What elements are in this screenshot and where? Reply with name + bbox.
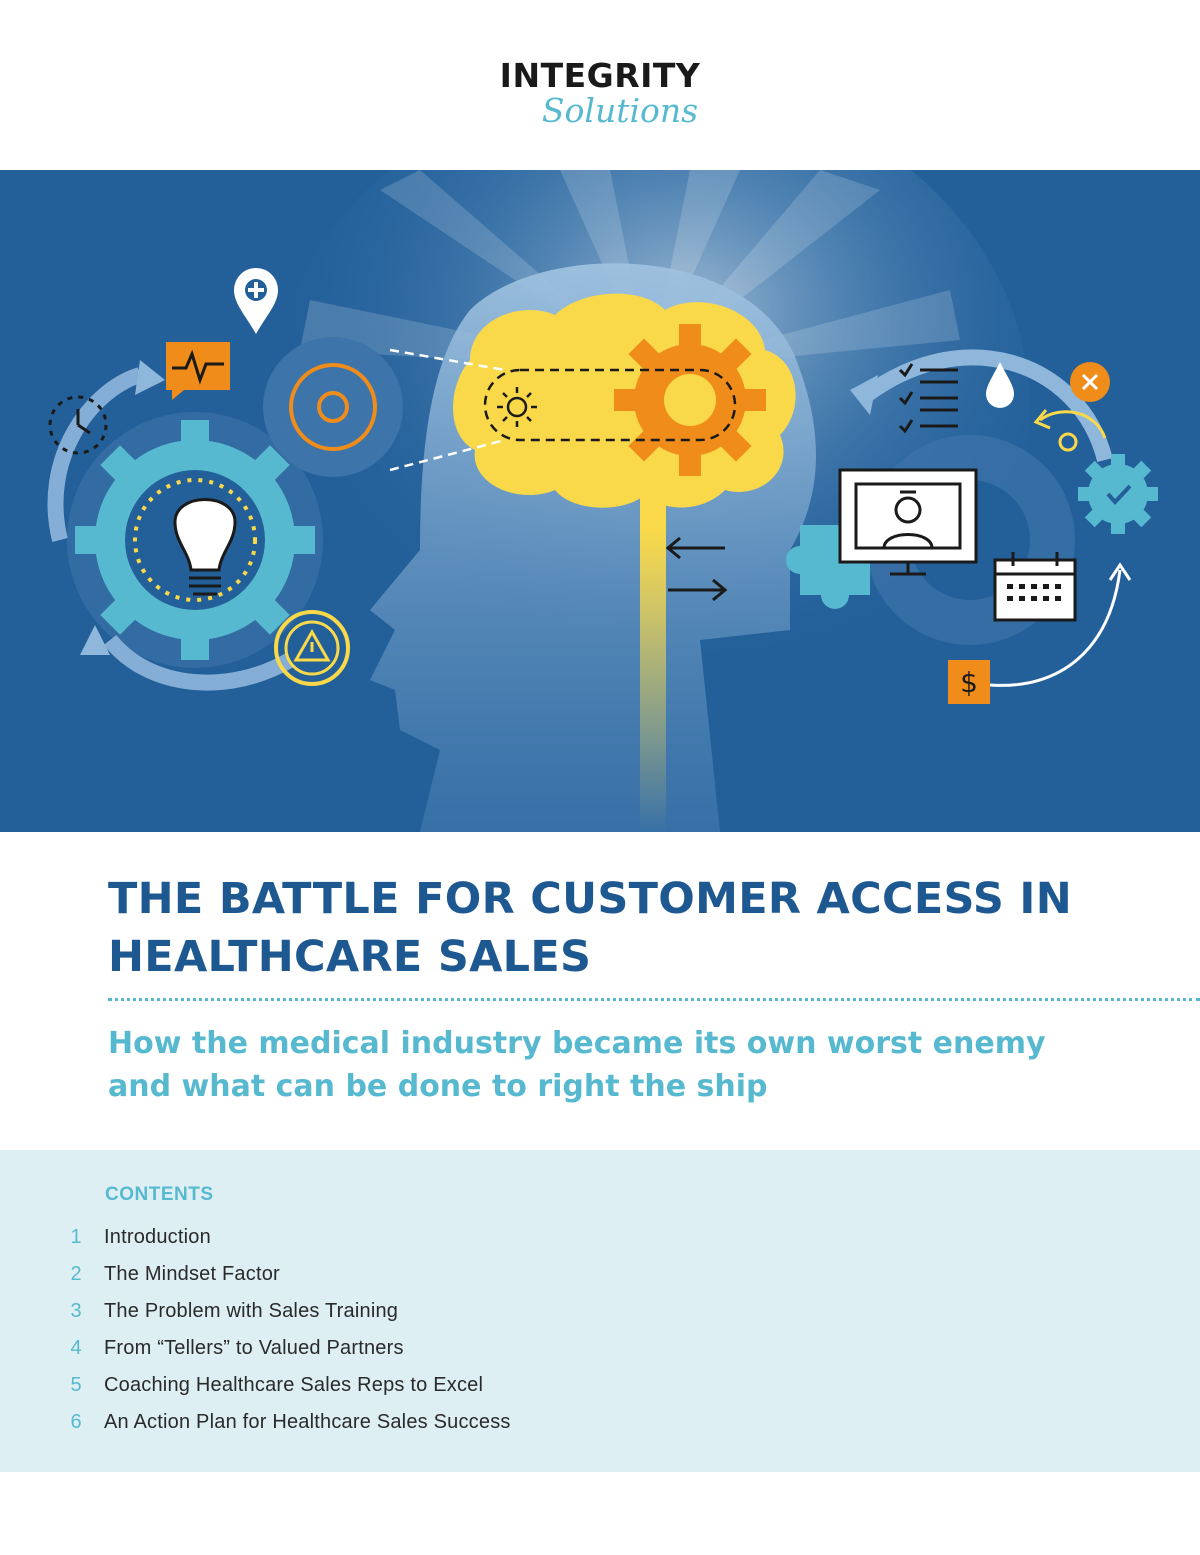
svg-text:$: $ bbox=[960, 666, 978, 699]
table-of-contents: 1 Introduction 2 The Mindset Factor 3 Th… bbox=[0, 1222, 800, 1444]
toc-number: 5 bbox=[70, 1374, 82, 1396]
hero-illustration: $ bbox=[0, 170, 1200, 832]
toc-label: The Problem with Sales Training bbox=[104, 1300, 399, 1322]
checklist-icon bbox=[898, 363, 958, 434]
toc-item[interactable]: 6 An Action Plan for Healthcare Sales Su… bbox=[0, 1407, 800, 1444]
check-gear-icon bbox=[1078, 454, 1158, 534]
toc-number: 3 bbox=[70, 1300, 82, 1322]
toc-number: 4 bbox=[70, 1337, 82, 1359]
logo-wordmark: INTEGRITY bbox=[499, 56, 701, 95]
small-sun-icon bbox=[497, 387, 537, 427]
circular-arrows-left bbox=[47, 367, 295, 691]
toc-label: Coaching Healthcare Sales Reps to Excel bbox=[104, 1374, 484, 1396]
dashed-connector bbox=[389, 348, 737, 472]
dotted-divider bbox=[108, 998, 1200, 1001]
toc-item[interactable]: 2 The Mindset Factor bbox=[0, 1259, 800, 1296]
page-subtitle: How the medical industry became its own … bbox=[108, 1026, 1046, 1104]
toc-item[interactable]: 1 Introduction bbox=[0, 1222, 800, 1259]
undo-arrow-icon bbox=[1033, 409, 1107, 452]
page-title: THE BATTLE FOR CUSTOMER ACCESS IN HEALTH… bbox=[108, 874, 1072, 982]
toc-item[interactable]: 5 Coaching Healthcare Sales Reps to Exce… bbox=[0, 1370, 800, 1407]
toc-number: 1 bbox=[70, 1226, 82, 1248]
toc-label: An Action Plan for Healthcare Sales Succ… bbox=[104, 1411, 511, 1433]
dollar-document-icon: $ bbox=[948, 660, 990, 704]
swap-arrows-icon bbox=[665, 536, 728, 602]
toc-label: Introduction bbox=[104, 1226, 211, 1248]
logo-script: Solutions bbox=[541, 91, 699, 130]
contents-panel: CONTENTS 1 Introduction 2 The Mindset Fa… bbox=[0, 1150, 1200, 1472]
heartbeat-chat-icon bbox=[166, 342, 230, 400]
toc-item[interactable]: 4 From “Tellers” to Valued Partners bbox=[0, 1333, 800, 1370]
toc-number: 2 bbox=[70, 1263, 82, 1285]
toc-label: From “Tellers” to Valued Partners bbox=[104, 1337, 404, 1359]
toc-item[interactable]: 3 The Problem with Sales Training bbox=[0, 1296, 800, 1333]
outline-gear-icon bbox=[263, 337, 403, 477]
doctor-monitor-icon bbox=[838, 468, 978, 576]
water-drop-icon bbox=[986, 362, 1014, 408]
lightbulb-icon bbox=[173, 498, 237, 596]
contents-heading: CONTENTS bbox=[105, 1184, 214, 1205]
location-pin-icon bbox=[234, 268, 278, 334]
logo: INTEGRITY Solutions bbox=[0, 56, 1200, 136]
calendar-icon bbox=[993, 552, 1077, 622]
toc-label: The Mindset Factor bbox=[104, 1263, 280, 1285]
toc-number: 6 bbox=[70, 1411, 82, 1433]
close-icon bbox=[1070, 362, 1110, 402]
gear-icon bbox=[614, 324, 766, 476]
warning-icon bbox=[274, 610, 350, 686]
clock-icon bbox=[48, 395, 108, 455]
hero-artwork: $ bbox=[47, 170, 1158, 832]
